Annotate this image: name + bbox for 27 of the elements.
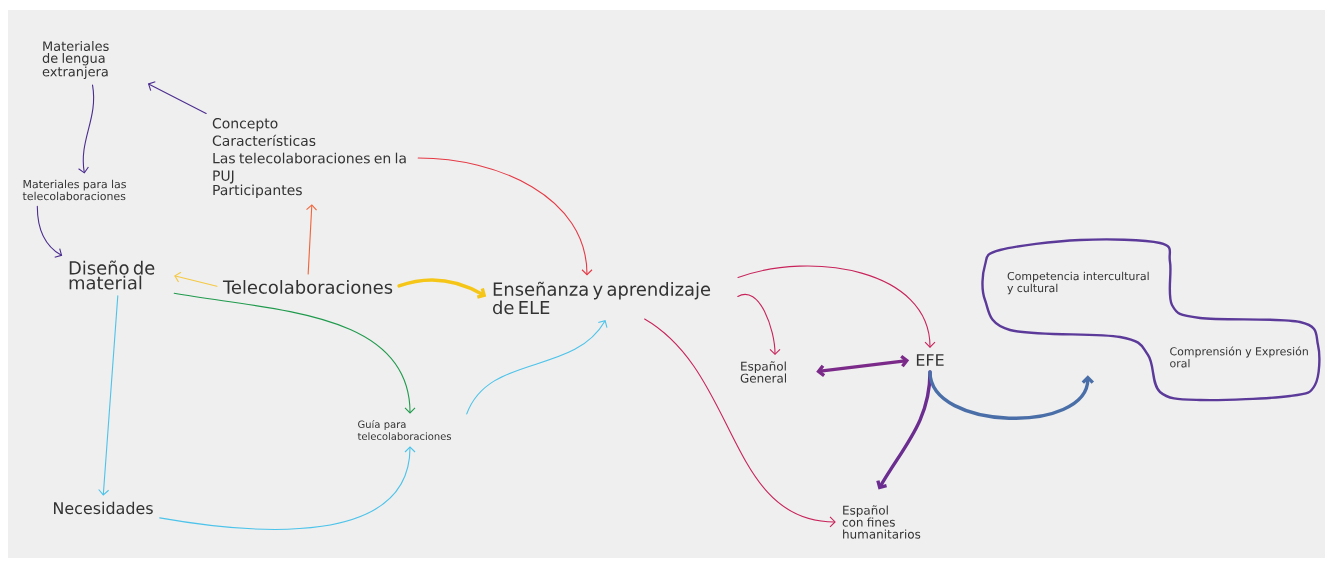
arrow — [737, 265, 936, 348]
node-text: Telecolaboraciones — [222, 280, 393, 294]
arrow — [928, 370, 1094, 420]
arrow — [816, 354, 910, 378]
node-text: Necesidades — [54, 501, 153, 515]
node-text: Concepto Características Las telecolaboraciones en la PUJ Participantes — [212, 118, 406, 198]
arrow — [174, 271, 218, 287]
arrow — [173, 292, 416, 414]
arrow — [306, 204, 318, 275]
arrow — [737, 293, 781, 356]
arrow — [78, 84, 95, 174]
node-text: EFE — [916, 354, 944, 366]
node-text: Diseño de material — [69, 260, 155, 290]
arrow — [147, 81, 207, 114]
node-text: Materiales para las telecolaboraciones — [22, 179, 126, 201]
arrow — [159, 446, 416, 530]
node-text: Guía para telecolaboraciones — [357, 419, 451, 440]
arrow — [466, 320, 608, 415]
node-text: Español General — [740, 361, 786, 383]
arrow — [98, 295, 119, 496]
arrow — [36, 205, 63, 258]
node-text: Español con fines humanitarios — [842, 505, 921, 539]
node-text: Materiales de lengua extranjera — [42, 41, 109, 79]
arrow — [644, 318, 836, 528]
arrow — [417, 157, 593, 276]
arrow — [397, 278, 487, 299]
node-text: Enseñanza y aprendizaje de ELE — [493, 281, 711, 315]
